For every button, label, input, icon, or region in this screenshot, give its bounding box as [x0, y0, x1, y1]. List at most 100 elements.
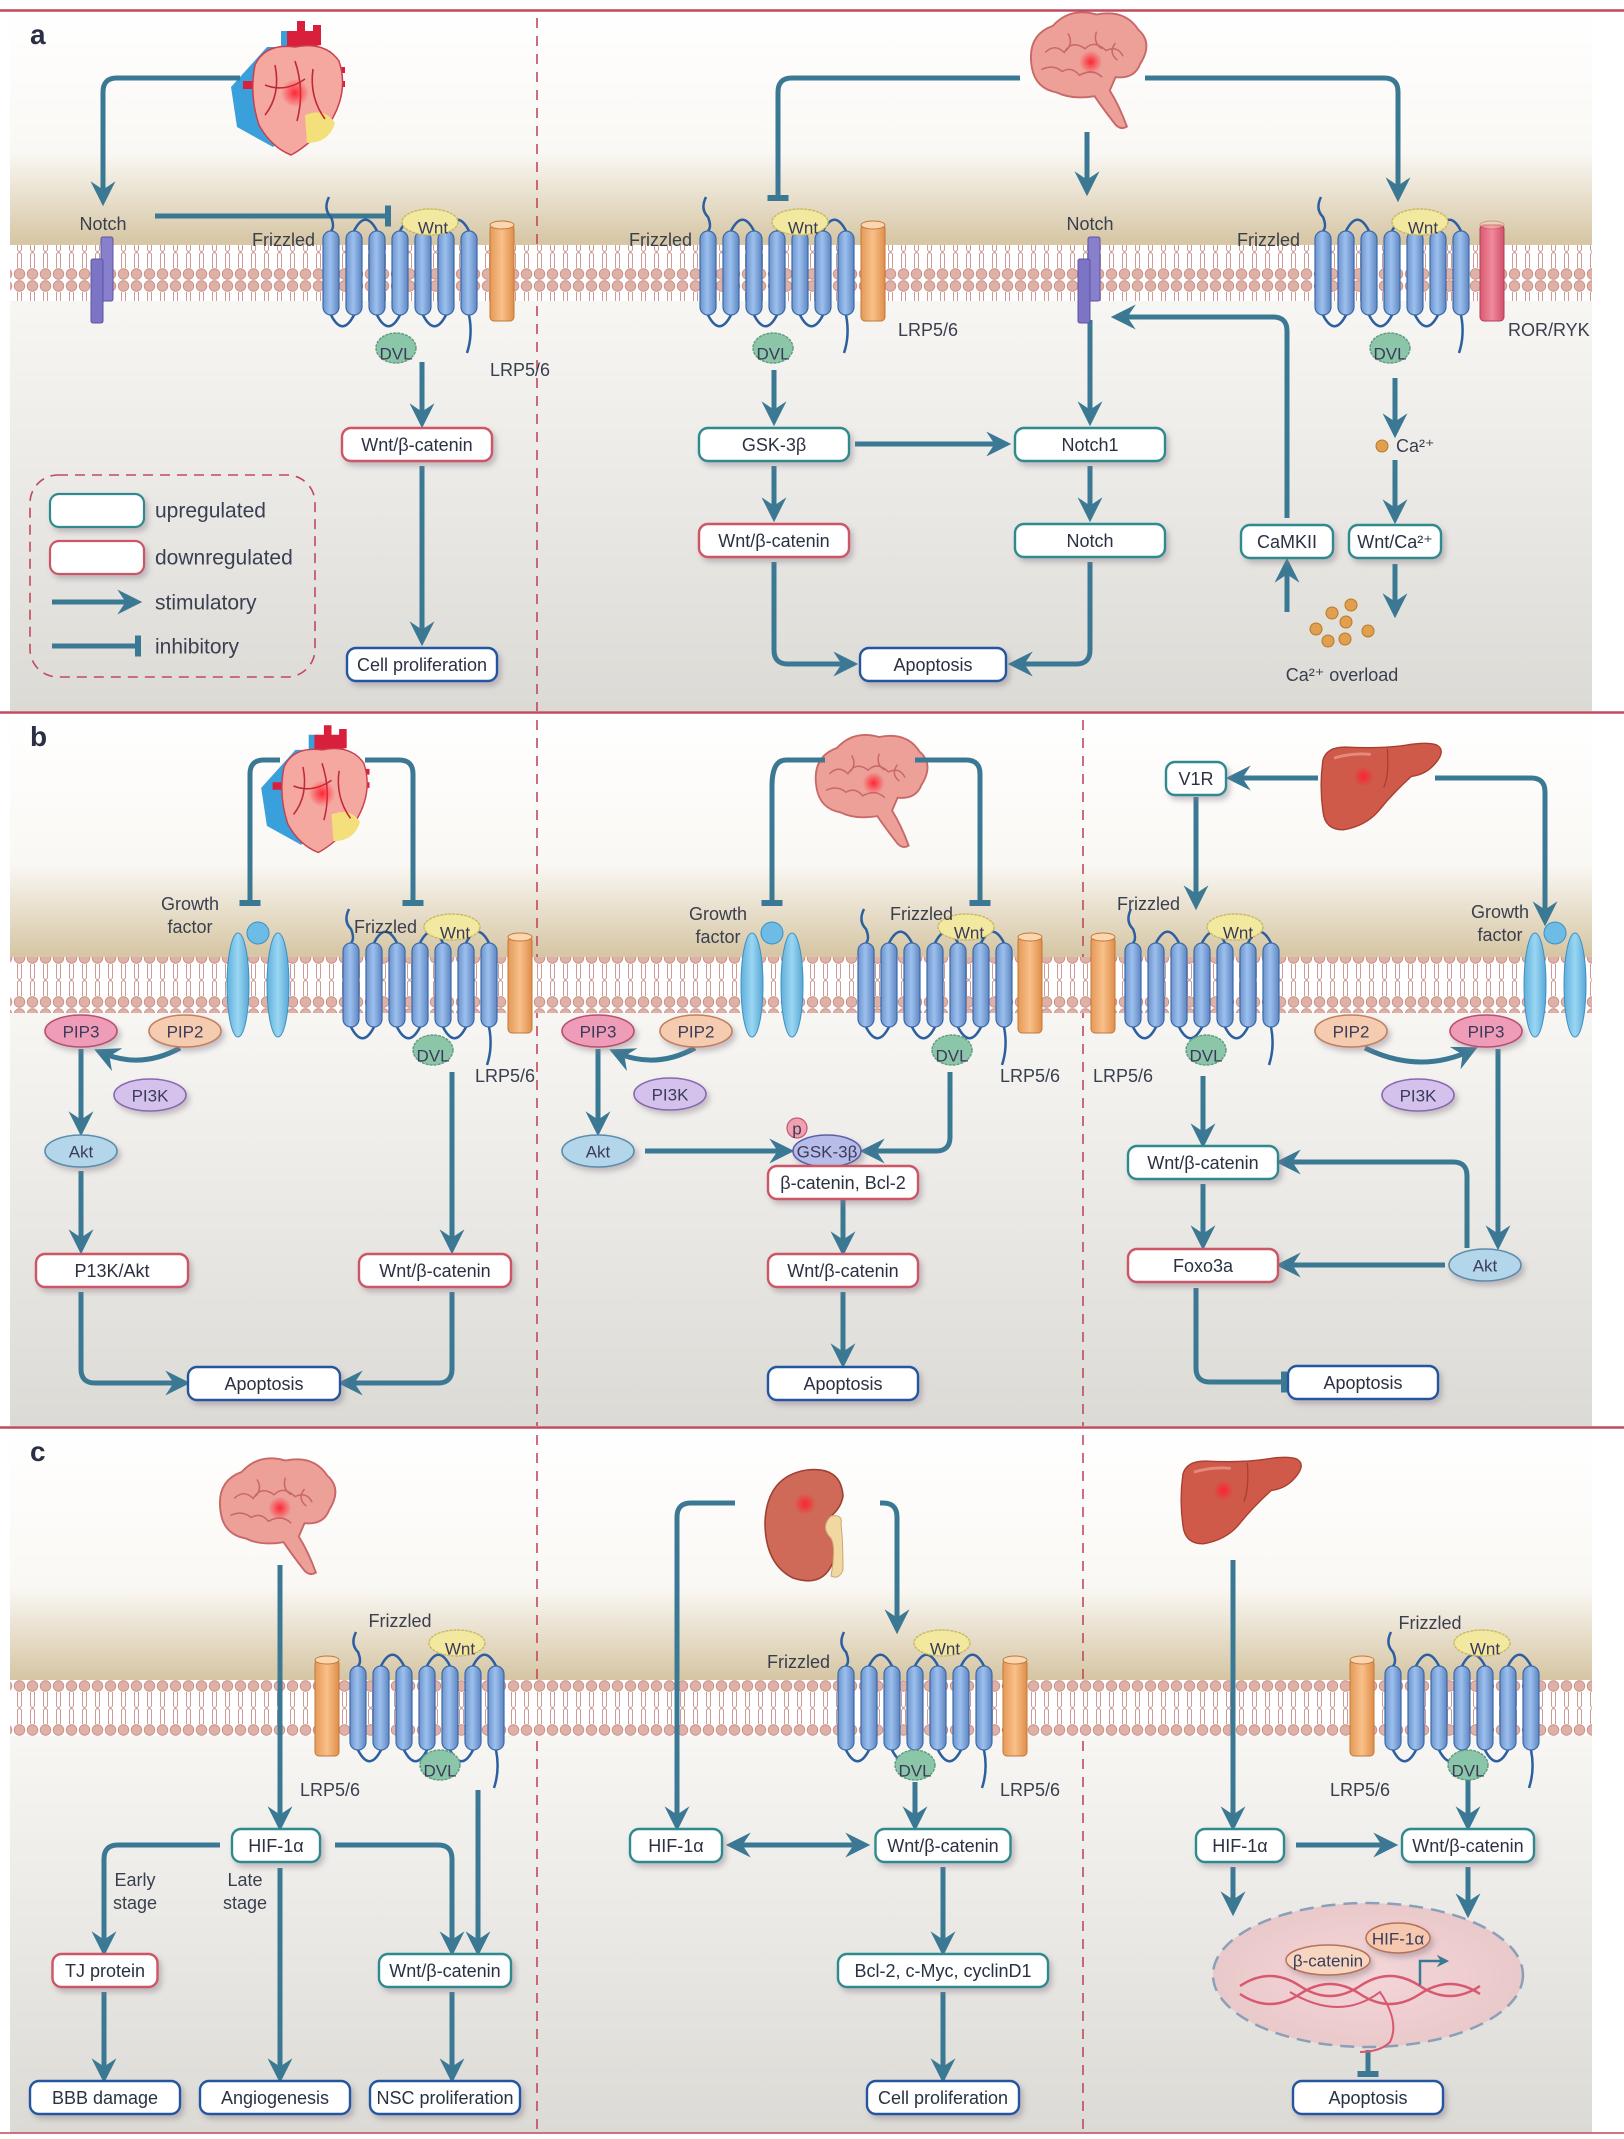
- lrp56-label: LRP5/6: [1000, 1066, 1060, 1086]
- lrp56-label: LRP5/6: [300, 1780, 360, 1800]
- transmembrane-helix: [1360, 230, 1378, 316]
- outcome-box: [28, 2079, 182, 2116]
- membrane-proteins: WntDVLWntDVLWntDVLWntDVLWntDVLWntDVLWntD…: [90, 196, 1587, 1789]
- dvl-protein: DVL: [1369, 332, 1411, 364]
- node-nsc-proliferation: NSC proliferation: [368, 2079, 522, 2116]
- transmembrane-helix: [926, 942, 944, 1028]
- stimulatory-arrow: [1145, 75, 1411, 203]
- gsk3b-oval: GSK-3β: [792, 1134, 862, 1168]
- node-wnt-b-catenin: Wnt/β-catenin: [697, 522, 851, 559]
- lrp56-coreceptor: [1349, 1655, 1375, 1757]
- inhibitory-arrow: [1193, 1288, 1288, 1393]
- wnt-ligand: Wnt: [771, 208, 829, 238]
- transmembrane-helix: [322, 230, 340, 316]
- node-label: Apoptosis: [893, 655, 972, 675]
- upregulated-box: [377, 1952, 513, 1989]
- frizzled-label: Frizzled: [890, 904, 953, 924]
- growth-factor-receptor: [740, 921, 804, 1038]
- pip2-oval-label: PIP2: [678, 1023, 715, 1042]
- node-label: Apoptosis: [224, 1374, 303, 1394]
- node-label: Notch: [1066, 531, 1113, 551]
- node-label: HIF-1α: [648, 1836, 703, 1856]
- node-label: V1R: [1178, 769, 1213, 789]
- dvl-protein: DVL: [412, 1034, 454, 1066]
- upregulated-box: [230, 1827, 322, 1864]
- transmembrane-helix: [434, 942, 452, 1028]
- stimulatory-arrow: [78, 1292, 191, 1396]
- wnt-label: Wnt: [954, 924, 985, 943]
- stimulatory-arrow: [664, 1500, 735, 1832]
- gsk3b-oval-label: GSK-3β: [797, 1143, 858, 1162]
- wnt-ligand: Wnt: [428, 1629, 486, 1659]
- frizzled-label: Frizzled: [767, 1652, 830, 1672]
- wnt-ligand: Wnt: [1206, 913, 1264, 943]
- node-label: β-catenin, Bcl-2: [780, 1173, 905, 1193]
- dvl-label: DVL: [1189, 1047, 1222, 1066]
- outcome-box: [1286, 1364, 1440, 1401]
- stimulatory-arrow: [335, 1842, 465, 1957]
- growth-factor-receptor: [226, 921, 290, 1038]
- pi3k-oval: PI3K: [633, 1077, 707, 1111]
- node-camkii: CaMKII: [1239, 523, 1335, 560]
- brain-icon: [814, 734, 929, 848]
- transmembrane-helix: [1216, 942, 1234, 1028]
- nuclear-envelope: [1211, 1901, 1525, 2049]
- transmembrane-helix: [995, 942, 1013, 1028]
- pi3k-oval: PI3K: [113, 1078, 187, 1112]
- pip2-oval-label: PIP2: [1333, 1023, 1370, 1042]
- transmembrane-helix: [1314, 230, 1332, 316]
- node-wnt-ca: Wnt/Ca²⁺: [1347, 523, 1443, 560]
- upregulated-box: [1239, 523, 1335, 560]
- nuclear-b-catenin-label: β-catenin: [1293, 1952, 1363, 1971]
- nuclear-b-catenin: β-catenin: [1285, 1944, 1371, 1976]
- lrp56-label: LRP5/6: [1093, 1066, 1153, 1086]
- phosphate-p: p: [786, 1117, 808, 1139]
- transmembrane-helix: [1476, 1665, 1494, 1751]
- pip2-oval-label: PIP2: [167, 1023, 204, 1042]
- stimulatory-arrow: [1363, 1045, 1478, 1070]
- dvl-protein: DVL: [752, 332, 794, 364]
- upregulated-box: [48, 492, 146, 529]
- node-notch: Notch: [1013, 522, 1167, 559]
- node-label: Foxo3a: [1173, 1256, 1234, 1276]
- node-wnt-b-catenin: Wnt/β-catenin: [1126, 1144, 1280, 1181]
- lrp56-coreceptor: [1002, 1655, 1028, 1757]
- frizzled-receptor: [1314, 196, 1470, 354]
- transmembrane-helix: [457, 942, 475, 1028]
- frizzled-receptor: [349, 1631, 505, 1789]
- upregulated-box: [1400, 1827, 1536, 1864]
- transmembrane-helix: [365, 942, 383, 1028]
- inhibitory-arrow: [239, 757, 280, 907]
- pip3-oval: PIP3: [561, 1014, 635, 1048]
- transmembrane-helix: [460, 230, 478, 316]
- pi3k-oval-label: PI3K: [132, 1087, 170, 1106]
- stimulatory-arrow: [1275, 1149, 1470, 1248]
- liver-icon: [1180, 1456, 1302, 1545]
- transmembrane-helix: [1384, 1665, 1402, 1751]
- frizzled-label: Frizzled: [368, 1611, 431, 1631]
- downregulated-box: [766, 1252, 920, 1289]
- wnt-ligand: Wnt: [401, 208, 459, 238]
- pathway-arrows: [68, 75, 1558, 2084]
- dvl-protein: DVL: [419, 1749, 461, 1781]
- upregulated-box: [1347, 523, 1443, 560]
- transmembrane-helix: [837, 230, 855, 316]
- outcome-box: [1291, 2079, 1445, 2116]
- kidney-icon: [764, 1468, 844, 1582]
- pi3k-oval-label: PI3K: [652, 1086, 690, 1105]
- lrp56-label: LRP5/6: [898, 320, 958, 340]
- node-label: Wnt/β-catenin: [1412, 1836, 1523, 1856]
- akt-oval: Akt: [1448, 1248, 1522, 1282]
- stimulatory-arrow: [94, 1045, 182, 1072]
- node-label: Apoptosis: [1323, 1373, 1402, 1393]
- stimulatory-arrow: [337, 1292, 455, 1396]
- outcome-box: [858, 646, 1008, 683]
- akt-oval: Akt: [44, 1134, 118, 1168]
- downregulated-box: [357, 1252, 513, 1289]
- downregulated-box: [1126, 1247, 1280, 1284]
- calcium-ion: [1375, 439, 1389, 453]
- node-label: Wnt/β-catenin: [718, 531, 829, 551]
- transmembrane-helix: [857, 942, 875, 1028]
